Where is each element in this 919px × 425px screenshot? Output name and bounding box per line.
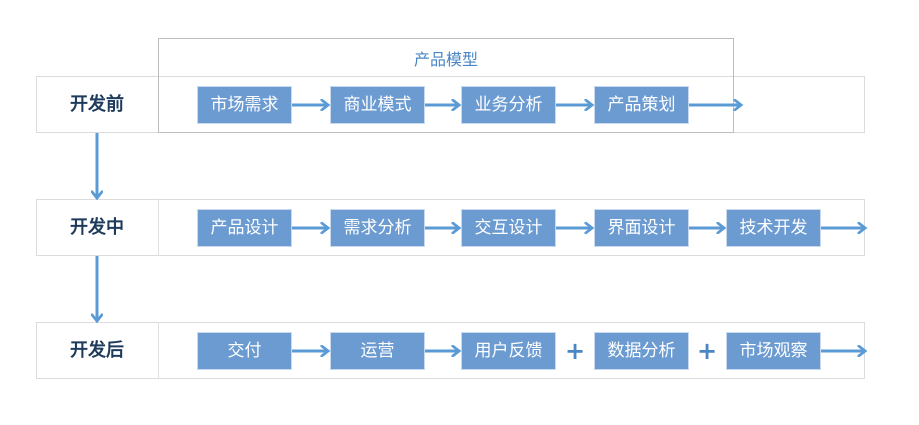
step-ui-design: 界面设计 bbox=[594, 209, 689, 247]
step-requirement-analysis: 需求分析 bbox=[330, 209, 425, 247]
stage-label-after: 开发后 bbox=[70, 340, 124, 361]
product-model-title: 产品模型 bbox=[413, 50, 478, 69]
stage-label-during: 开发中 bbox=[70, 217, 124, 238]
plus-connector: + bbox=[565, 337, 586, 365]
step-data-analysis: 数据分析 bbox=[594, 332, 689, 370]
row-divider bbox=[158, 199, 159, 256]
stage-label-before: 开发前 bbox=[70, 94, 124, 115]
step-market-demand: 市场需求 bbox=[197, 86, 292, 124]
step-operation: 运营 bbox=[330, 332, 425, 370]
plus-connector: + bbox=[697, 337, 718, 365]
step-delivery: 交付 bbox=[197, 332, 292, 370]
step-business-analysis: 业务分析 bbox=[461, 86, 556, 124]
step-product-planning: 产品策划 bbox=[594, 86, 689, 124]
row-divider bbox=[158, 322, 159, 379]
step-product-design: 产品设计 bbox=[197, 209, 292, 247]
step-market-observation: 市场观察 bbox=[726, 332, 821, 370]
step-tech-development: 技术开发 bbox=[726, 209, 821, 247]
step-user-feedback: 用户反馈 bbox=[461, 332, 556, 370]
product-model-frame bbox=[158, 38, 734, 133]
step-business-model: 商业模式 bbox=[330, 86, 425, 124]
step-interaction-design: 交互设计 bbox=[461, 209, 556, 247]
